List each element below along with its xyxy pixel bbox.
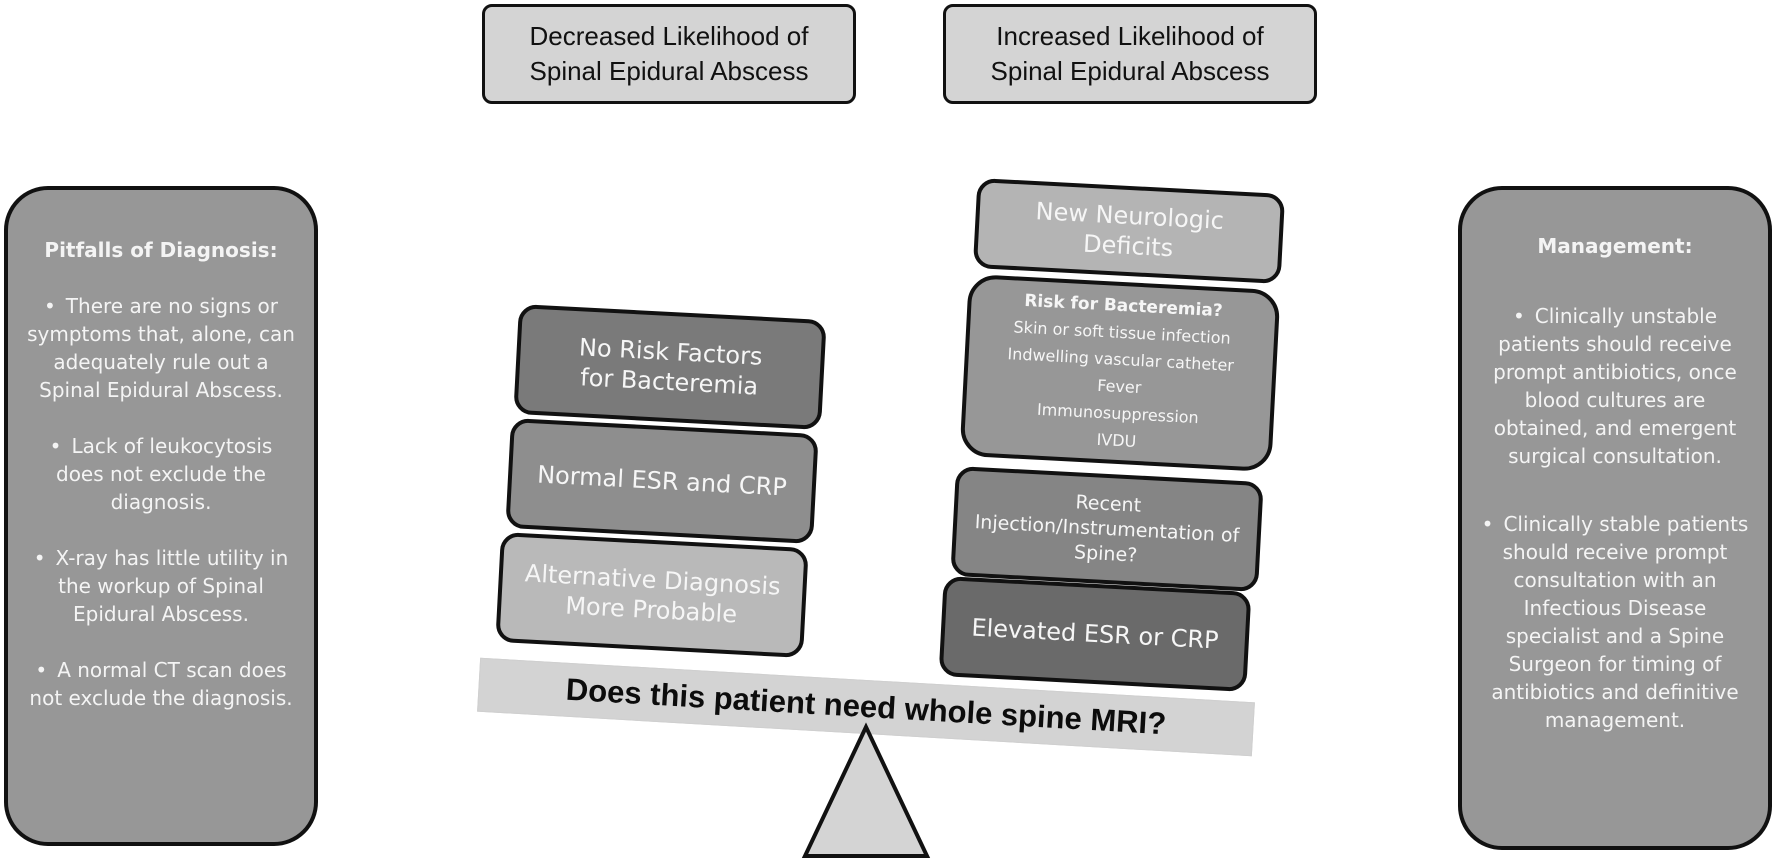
block-recent-injection: Recent Injection/Instrumentation of Spin… (950, 466, 1264, 592)
block-alternative-diagnosis-text: Alternative Diagnosis More Probable (524, 559, 782, 629)
block-new-neurologic-deficits-text: New Neurologic Deficits (1034, 197, 1225, 263)
pitfalls-bullet-text: X-ray has little utility in the workup o… (55, 546, 289, 626)
bacteremia-item: Fever (1096, 375, 1142, 397)
block-no-risk-factors: No Risk Factors for Bacteremia (513, 304, 827, 430)
block-risk-for-bacteremia: Risk for Bacteremia? Skin or soft tissue… (959, 273, 1281, 473)
pitfalls-bullet: •A normal CT scan does not exclude the d… (24, 656, 298, 712)
management-bullet: •Clinically unstable patients should rec… (1478, 302, 1752, 470)
bullet-icon: • (33, 546, 46, 570)
pitfalls-panel: Pitfalls of Diagnosis: •There are no sig… (4, 186, 318, 846)
block-normal-esr-crp: Normal ESR and CRP (505, 418, 819, 544)
management-bullet-text: Clinically unstable patients should rece… (1493, 304, 1737, 468)
block-alternative-diagnosis: Alternative Diagnosis More Probable (495, 532, 809, 658)
header-decreased-likelihood: Decreased Likelihood of Spinal Epidural … (482, 4, 856, 104)
block-new-neurologic-deficits: New Neurologic Deficits (972, 178, 1286, 284)
pitfalls-bullet-text: There are no signs or symptoms that, alo… (27, 294, 295, 402)
pitfalls-bullet: • X-ray has little utility in the workup … (24, 544, 298, 628)
block-recent-injection-text: Recent Injection/Instrumentation of Spin… (974, 490, 1240, 567)
block-no-risk-factors-text: No Risk Factors for Bacteremia (578, 333, 764, 401)
bullet-icon: • (35, 658, 48, 682)
pitfalls-bullet: •There are no signs or symptoms that, al… (24, 292, 298, 404)
management-bullet-text: Clinically stable patients should receiv… (1491, 512, 1749, 732)
header-increased-text: Increased Likelihood of Spinal Epidural … (990, 21, 1270, 86)
block-normal-esr-crp-text: Normal ESR and CRP (536, 460, 788, 502)
bacteremia-item: Immunosuppression (1036, 399, 1200, 427)
header-decreased-text: Decreased Likelihood of Spinal Epidural … (529, 21, 809, 86)
fulcrum-shape (801, 722, 931, 858)
bullet-icon: • (1481, 512, 1494, 536)
block-elevated-esr-crp: Elevated ESR or CRP (938, 576, 1252, 692)
bullet-icon: • (1512, 304, 1525, 328)
pitfalls-bullet-text: A normal CT scan does not exclude the di… (29, 658, 293, 710)
bullet-icon: • (44, 294, 56, 318)
management-title: Management: (1537, 234, 1693, 258)
pitfalls-title: Pitfalls of Diagnosis: (44, 238, 278, 262)
bullet-icon: • (49, 434, 62, 458)
block-elevated-esr-crp-text: Elevated ESR or CRP (970, 613, 1220, 655)
header-increased-likelihood: Increased Likelihood of Spinal Epidural … (943, 4, 1317, 104)
pitfalls-bullet: •Lack of leukocytosis does not exclude t… (24, 432, 298, 516)
pitfalls-bullet-text: Lack of leukocytosis does not exclude th… (56, 434, 273, 514)
management-bullet: •Clinically stable patients should recei… (1478, 510, 1752, 734)
bacteremia-item: IVDU (1096, 429, 1137, 451)
management-panel: Management: •Clinically unstable patient… (1458, 186, 1772, 850)
fulcrum-triangle-icon (801, 722, 931, 858)
